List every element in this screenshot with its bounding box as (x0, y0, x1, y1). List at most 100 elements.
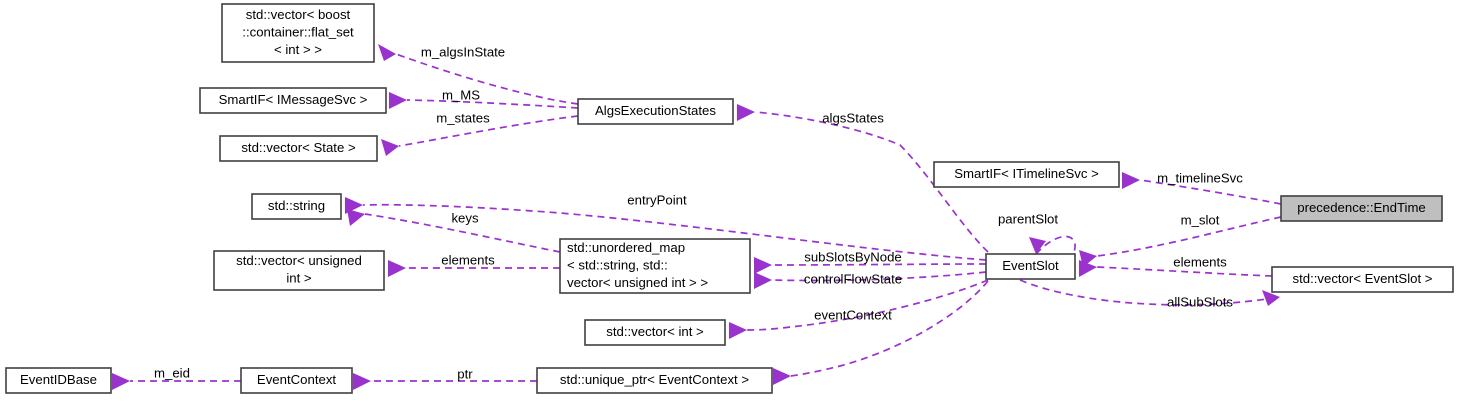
node-smartif_imessagesvc[interactable]: SmartIF< IMessageSvc > (199, 87, 387, 114)
edge-algs_execution_states-to-vector_state: m_states (381, 110, 579, 156)
node-vector_int[interactable]: std::vector< int > (584, 319, 726, 346)
node-label: AlgsExecutionStates (595, 103, 716, 118)
node-label: vector< unsigned int > > (567, 275, 708, 290)
node-box[interactable] (584, 319, 726, 346)
edge-event_context-to-event_id_base: m_eid (112, 365, 241, 390)
edge-line (1139, 179, 1282, 205)
node-label: EventSlot (1002, 258, 1059, 273)
edge-label: elements (441, 252, 495, 267)
edge-label: m_eid (154, 365, 190, 380)
edge-event_slot-to-unique_ptr_event_context (773, 280, 989, 385)
edge-line (406, 99, 579, 109)
node-label: std::unique_ptr< EventContext > (560, 372, 749, 387)
edge-algs_execution_states-to-smartif_imessagesvc: m_MS (389, 87, 579, 109)
edge-line (364, 213, 561, 253)
node-label: std::vector< unsigned (236, 253, 362, 268)
edge-line (746, 279, 989, 331)
edge-label: m_states (436, 110, 490, 125)
edge-label: eventContext (814, 307, 892, 322)
edge-arrowhead-icon (389, 92, 407, 109)
node-label: std::unordered_map (567, 240, 685, 255)
edge-line (1019, 279, 1281, 306)
node-vector_flat_set[interactable]: std::vector< boost::container::flat_set<… (221, 3, 375, 63)
edge-line (1096, 216, 1282, 257)
edge-label: subSlotsByNode (804, 249, 902, 264)
edge-arrowhead-icon (737, 104, 755, 121)
edge-arrowhead-icon (773, 368, 791, 385)
edge-label: m_MS (442, 87, 480, 102)
edge-event_slot-to-unordered_map: controlFlowState (754, 271, 987, 289)
node-box[interactable] (219, 135, 378, 162)
node-label: ::container::flat_set (242, 24, 354, 39)
nodes-layer: std::vector< boost::container::flat_set<… (5, 3, 1454, 394)
node-std_string[interactable]: std::string (251, 193, 342, 220)
node-label: std::vector< EventSlot > (1292, 271, 1432, 286)
node-box[interactable] (221, 3, 375, 63)
node-box[interactable] (1280, 195, 1443, 222)
node-label: int > (286, 271, 312, 286)
node-box[interactable] (559, 238, 751, 294)
edge-arrowhead-icon (388, 260, 406, 277)
edge-arrowhead-icon (381, 139, 399, 156)
node-precedence_endtime[interactable]: precedence::EndTime (1280, 195, 1443, 222)
node-box[interactable] (577, 98, 734, 125)
node-box[interactable] (5, 367, 112, 394)
edge-arrowhead-icon (347, 209, 365, 226)
edge-unordered_map-to-vector_unsigned_int: elements (388, 252, 560, 277)
edge-event_slot-to-unordered_map: subSlotsByNode (754, 249, 987, 274)
edge-line (398, 115, 579, 147)
node-event_slot[interactable]: EventSlot (985, 253, 1076, 280)
edge-arrowhead-icon (1262, 290, 1280, 306)
node-label: EventContext (257, 372, 337, 387)
node-event_id_base[interactable]: EventIDBase (5, 367, 112, 394)
node-box[interactable] (251, 193, 342, 220)
edge-arrowhead-icon (353, 373, 371, 390)
node-label: SmartIF< ITimelineSvc > (954, 166, 1099, 181)
edge-arrowhead-icon (112, 373, 130, 390)
edge-arrowhead-icon (1079, 260, 1097, 277)
edge-arrowhead-icon (378, 44, 396, 61)
edge-label: controlFlowState (804, 271, 902, 286)
edge-algs_execution_states-to-vector_flat_set: m_algsInState (378, 44, 579, 105)
edge-label: elements (1173, 254, 1227, 269)
edge-arrowhead-icon (729, 322, 747, 339)
node-box[interactable] (213, 250, 385, 291)
node-label: std::vector< State > (241, 140, 356, 155)
edge-line (754, 111, 989, 253)
node-box[interactable] (933, 161, 1120, 188)
node-box[interactable] (240, 367, 353, 394)
edge-label: ptr (457, 366, 473, 381)
node-label: std::vector< int > (606, 324, 704, 339)
edge-line (771, 271, 987, 282)
edge-event_slot-to-algs_execution_states: algsStates (737, 104, 989, 253)
node-smartif_itimelinesvc[interactable]: SmartIF< ITimelineSvc > (933, 161, 1120, 188)
node-box[interactable] (536, 367, 773, 394)
node-label: < std::string, std:: (567, 257, 668, 272)
edge-event_slot-to-vector_event_slot: allSubSlots (1019, 279, 1281, 309)
node-label: SmartIF< IMessageSvc > (219, 92, 368, 107)
edge-precedence_endtime-to-smartif_itimelinesvc: m_timelineSvc (1122, 170, 1282, 205)
node-label: EventIDBase (20, 372, 97, 387)
node-vector_event_slot[interactable]: std::vector< EventSlot > (1271, 266, 1454, 293)
node-box[interactable] (1271, 266, 1454, 293)
edge-label: keys (451, 210, 479, 225)
node-event_context[interactable]: EventContext (240, 367, 353, 394)
edge-event_slot-to-vector_int: eventContext (729, 279, 989, 339)
edge-arrowhead-icon (1122, 172, 1140, 189)
edge-label: allSubSlots (1167, 294, 1233, 309)
edge-vector_event_slot-to-event_slot: elements (1079, 254, 1273, 277)
edge-label: parentSlot (998, 211, 1058, 226)
node-unordered_map[interactable]: std::unordered_map< std::string, std::ve… (559, 238, 751, 294)
node-label: std::vector< boost (246, 7, 351, 22)
node-box[interactable] (985, 253, 1076, 280)
edge-label: entryPoint (627, 192, 687, 207)
node-box[interactable] (199, 87, 387, 114)
edge-label: m_algsInState (421, 44, 505, 59)
node-algs_execution_states[interactable]: AlgsExecutionStates (577, 98, 734, 125)
node-unique_ptr_event_context[interactable]: std::unique_ptr< EventContext > (536, 367, 773, 394)
node-label: < int > > (274, 42, 322, 57)
node-vector_state[interactable]: std::vector< State > (219, 135, 378, 162)
